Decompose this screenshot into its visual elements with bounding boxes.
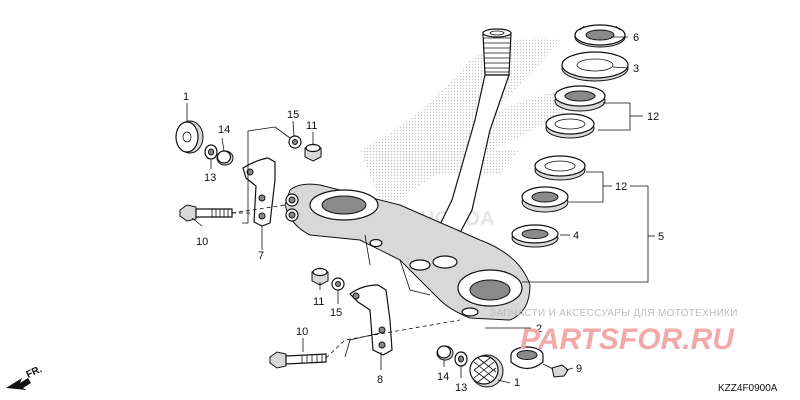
watermark-logo: PARTSFOR.RU (520, 323, 735, 356)
upper-hardware (175, 120, 322, 227)
bottom-bridge (284, 183, 531, 321)
dust-seal-4 (511, 224, 559, 248)
callout-1-bottom: 1 (514, 377, 520, 389)
callout-14-top: 14 (218, 124, 230, 136)
callout-5: 5 (658, 231, 664, 243)
callout-15-top: 15 (287, 109, 299, 121)
front-direction-arrow: FR. (6, 364, 44, 390)
lower-hardware (269, 267, 569, 388)
callout-1-top: 1 (183, 91, 189, 103)
dust-seal-3 (561, 51, 629, 82)
callout-13-bottom: 13 (455, 382, 467, 394)
callout-7: 7 (258, 250, 264, 262)
lower-bearing-12 (521, 155, 586, 213)
upper-bearing-12 (545, 85, 606, 139)
callout-2: 2 (536, 323, 542, 335)
callout-15-bottom: 15 (330, 307, 342, 319)
callout-11-bottom: 11 (313, 296, 324, 308)
steering-stem (429, 28, 512, 249)
callout-10-bottom: 10 (296, 326, 308, 338)
lock-nut-6 (574, 24, 626, 48)
callout-11-top: 11 (306, 120, 317, 132)
leader-lines (186, 36, 655, 384)
callout-13-top: 13 (204, 172, 216, 184)
bearing-stack (511, 24, 629, 248)
callout-12-lower: 12 (615, 181, 627, 193)
callout-12-upper: 12 (647, 111, 659, 123)
callout-labels: 1 14 13 15 11 10 7 6 3 12 12 4 5 11 15 1… (183, 32, 664, 394)
callout-6: 6 (633, 32, 639, 44)
callout-4: 4 (573, 230, 579, 242)
callout-9: 9 (576, 363, 582, 375)
watermark-caption: ЗАПЧАСТИ И АКСЕССУАРЫ ДЛЯ МОТОТЕХНИКИ (490, 308, 738, 319)
callout-8: 8 (377, 374, 383, 386)
callout-3: 3 (633, 63, 639, 75)
callout-14-bottom: 14 (437, 371, 449, 383)
front-direction-label: FR. (25, 364, 44, 381)
diagram-code: KZZ4F0900A (718, 383, 778, 394)
callout-10-top: 10 (196, 236, 208, 248)
